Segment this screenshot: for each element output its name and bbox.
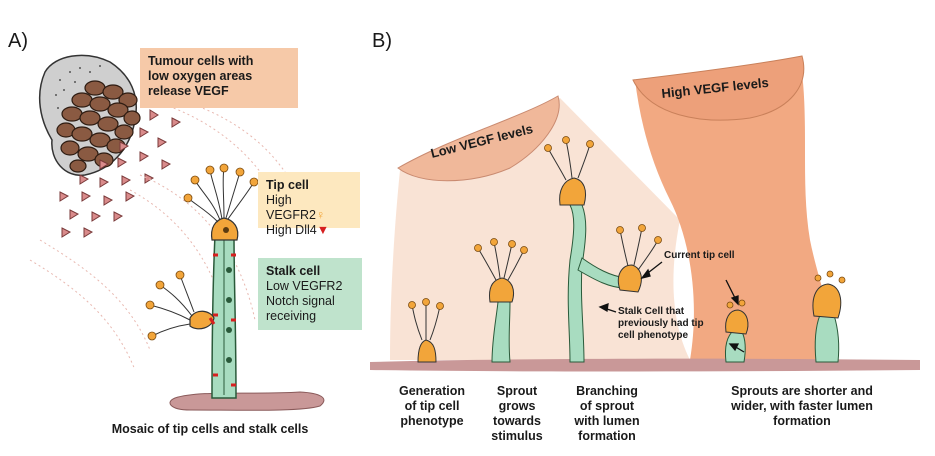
stalk-cell-line-3: receiving <box>266 309 317 323</box>
annotation-arrows <box>598 261 745 353</box>
caption-generation-line-1: Generation <box>399 384 465 398</box>
low-vegf-source <box>397 95 560 182</box>
vessel <box>211 234 237 399</box>
panel-a-label: A) <box>8 30 28 52</box>
caption-branching: Branching of sprout with lumen formation <box>564 384 650 444</box>
basement-membrane <box>169 391 325 411</box>
stalk-note-line-3: cell phenotype <box>618 330 689 341</box>
caption-grows-line-3: towards <box>493 414 541 428</box>
tip-cell-line-2: High Dll4▼ <box>266 223 330 237</box>
dll4-triangle-icon: ▼ <box>316 223 330 237</box>
panel-a-illustration <box>29 54 325 411</box>
stalk-cell-line-1: Low VEGFR2 <box>266 279 343 293</box>
stalk-cell-info-box: Stalk cell Low VEGFR2 Notch signal recei… <box>258 258 362 330</box>
tip-cell-a <box>183 163 259 241</box>
tip-cell-title: Tip cell <box>266 178 309 192</box>
tumour-line-1: Tumour cells with <box>148 54 254 68</box>
sprout-branching <box>544 136 662 363</box>
sprout-grows <box>474 238 528 363</box>
tumour-line-2: low oxygen areas <box>148 69 253 83</box>
panel-a-caption: Mosaic of tip cells and stalk cells <box>111 422 309 436</box>
caption-high-line-3: formation <box>773 414 831 428</box>
caption-generation: Generation of tip cell phenotype <box>392 384 472 429</box>
stalk-note-line-1: Stalk Cell that <box>618 306 685 317</box>
stalk-note-line-2: previously had tip <box>618 318 704 329</box>
stalk-cell-note: Stalk Cell that previously had tip cell … <box>618 306 704 342</box>
gradient-lines <box>29 94 301 371</box>
tip-cell-line-1: High VEGFR2♀ <box>266 193 326 222</box>
current-tip-cell-label: Current tip cell <box>664 250 735 261</box>
high-vegf-gradient <box>635 58 833 360</box>
tip-cell-info-box: Tip cell High VEGFR2♀ High Dll4▼ <box>258 172 360 237</box>
caption-grows-line-4: stimulus <box>491 429 543 443</box>
caption-branching-line-1: Branching <box>576 384 638 398</box>
caption-sprout-grows: Sprout grows towards stimulus <box>482 384 552 444</box>
panel-b-illustration: Low VEGF levels High VEGF levels <box>370 55 920 372</box>
sprout-high-vegf-2 <box>812 270 846 363</box>
caption-generation-line-3: phenotype <box>400 414 464 428</box>
receptor-icon: ♀ <box>316 208 326 222</box>
caption-branching-line-4: formation <box>578 429 636 443</box>
caption-branching-line-2: of sprout <box>579 399 635 413</box>
tumour-cluster <box>38 54 141 176</box>
caption-generation-line-2: of tip cell <box>404 399 460 413</box>
stalk-cell-line-2: Notch signal <box>266 294 335 308</box>
side-sprout-a <box>145 270 216 341</box>
caption-grows-line-1: Sprout <box>496 384 538 398</box>
high-vegf-source <box>632 55 805 121</box>
stalk-cell-title: Stalk cell <box>266 264 321 278</box>
panel-b-label: B) <box>372 30 392 52</box>
caption-high-line-2: wider, with faster lumen <box>731 399 873 413</box>
tumour-line-3: release VEGF <box>148 84 229 98</box>
caption-high-vegf: Sprouts are shorter and wider, with fast… <box>712 384 892 429</box>
caption-branching-line-3: with lumen <box>574 414 640 428</box>
tumour-info-box: Tumour cells with low oxygen areas relea… <box>140 48 298 108</box>
vegf-particles <box>59 109 182 238</box>
sprout-generation <box>408 298 444 363</box>
caption-high-line-1: Sprouts are shorter and <box>731 384 873 398</box>
caption-grows-line-2: grows <box>498 399 536 413</box>
